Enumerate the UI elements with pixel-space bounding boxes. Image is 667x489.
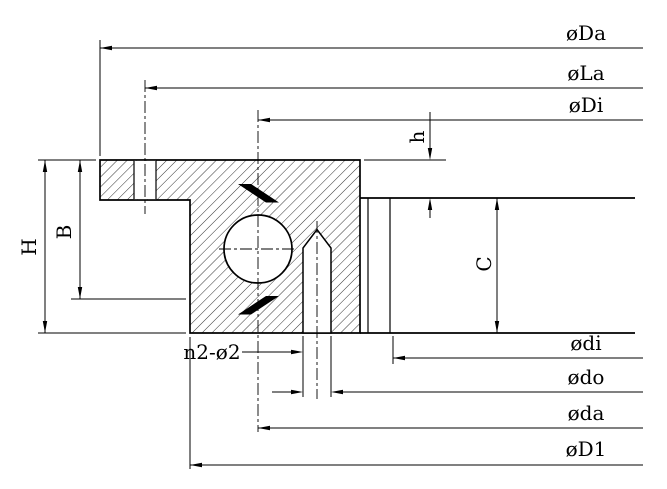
dim-label-H: H [17,238,41,255]
dim-do: ødo [272,336,643,397]
dim-C-arrow-bottom [494,321,500,333]
dim-D1: øD1 [189,337,643,469]
dim-B: B [52,160,186,300]
taper-plug [302,228,332,334]
dim-Di-arrow [258,117,270,123]
ring-section [99,159,361,334]
dim-label-da: øda [568,401,605,425]
callout-n2: n2-ø2 [183,340,303,364]
dim-di: ødi [392,331,643,364]
dim-C: C [472,198,500,333]
dim-Da-arrow [100,45,112,51]
dim-label-La: øLa [567,61,604,85]
dim-H-arrow-top [42,160,48,172]
dim-label-C: C [472,256,496,271]
dim-label-do: ødo [568,365,605,389]
dim-di-arrow [393,355,405,361]
dim-label-h: h [405,130,429,143]
dim-La: øLa [145,61,643,91]
centerlines [144,80,318,432]
dim-D1-arrow [190,462,202,468]
dim-da-arrow [258,425,270,431]
dim-label-di: ødi [570,331,601,355]
seal-top [238,184,279,203]
dim-C-arrow-top [494,198,500,210]
dim-Da: øDa [99,21,643,156]
dim-do-arrow-left [291,389,303,395]
dim-La-arrow [145,85,157,91]
dim-B-arrow-top [77,160,83,172]
dim-B-arrow-bottom [77,287,83,299]
dim-h-arrow-top [427,148,433,160]
dim-H-arrow-bottom [42,321,48,333]
dim-label-D1: øD1 [566,437,607,461]
dim-h: h [364,112,446,218]
seal-bottom [238,296,279,315]
dim-label-Di: øDi [569,93,603,117]
dim-H: H [17,159,186,334]
dim-label-Da: øDa [566,21,606,45]
dim-Di: øDi [258,93,643,123]
callout-label-n2: n2-ø2 [183,340,240,364]
dim-do-arrow-right [331,389,343,395]
dim-da: øda [258,401,643,431]
dim-h-arrow-bottom [427,198,433,210]
dim-label-B: B [52,225,76,240]
callout-n2-arrow [291,349,303,355]
